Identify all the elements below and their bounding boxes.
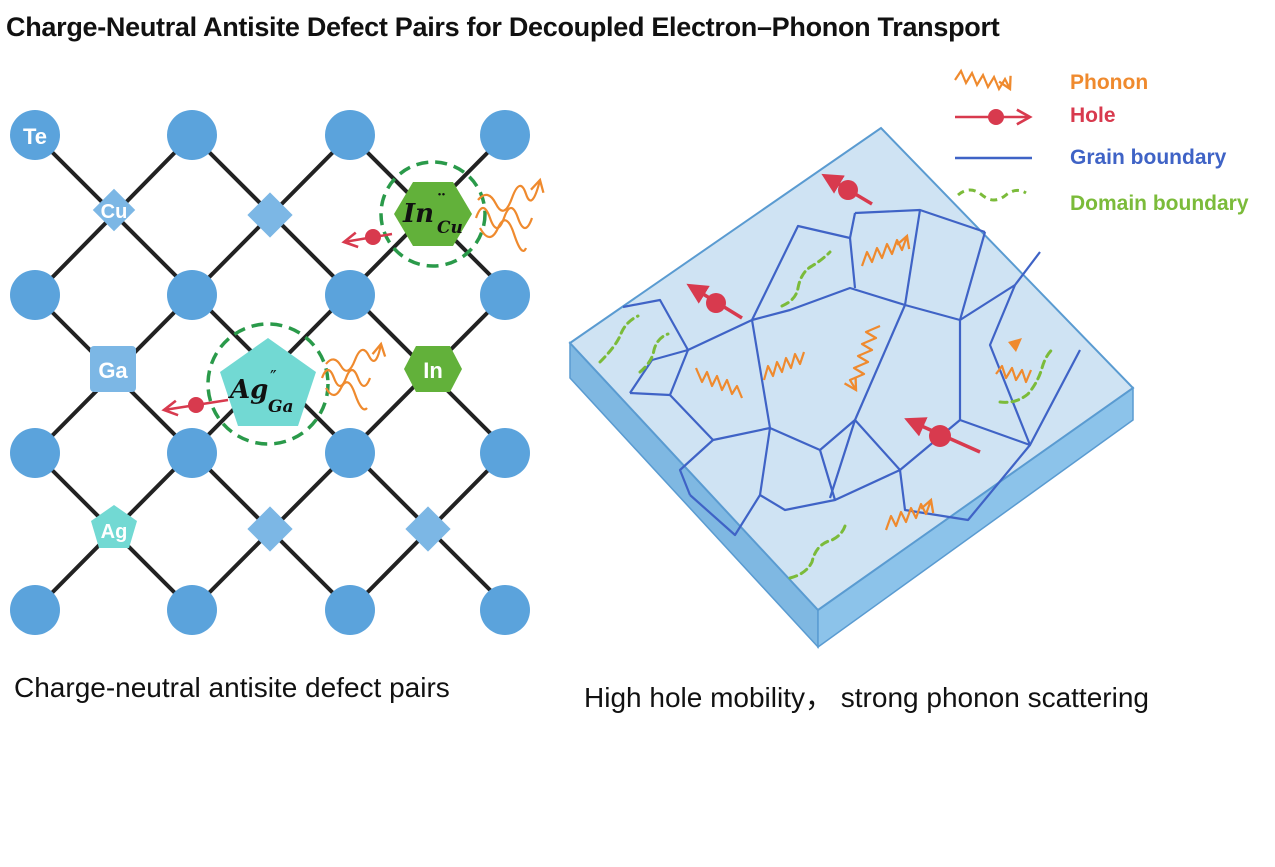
te-label: Te — [23, 124, 47, 149]
ag-atom — [91, 505, 137, 548]
phonon-icon — [320, 368, 372, 388]
slab-phonons — [694, 233, 1033, 531]
defect-ag-ga-sub: Ga — [268, 397, 294, 417]
defect-ag-ga-main: Ag — [227, 375, 268, 405]
ga-label: Ga — [98, 358, 128, 383]
te-atom — [480, 428, 530, 478]
grain-boundaries — [622, 208, 1081, 537]
phonon-icon — [860, 233, 911, 267]
te-atom — [10, 428, 60, 478]
hole-icon — [929, 425, 951, 447]
hole-icon — [188, 397, 204, 413]
phonon-legend-icon — [954, 68, 1012, 92]
legend-phonon: Phonon — [1070, 71, 1148, 94]
legend-hole: Hole — [1070, 104, 1116, 127]
legend-grain-boundary: Grain boundary — [1070, 146, 1227, 169]
te-atoms — [10, 110, 530, 635]
te-atom — [325, 110, 375, 160]
te-atom — [10, 110, 60, 160]
legend-domain-boundary: Domain boundary — [1070, 192, 1249, 215]
te-atom — [480, 110, 530, 160]
lattice-diagram: Te Cu Ga In Ag In ¨ Cu — [10, 110, 545, 635]
te-atom — [10, 585, 60, 635]
caption-left: Charge-neutral antisite defect pairs — [14, 672, 450, 703]
phonon-icon — [995, 364, 1033, 384]
te-atom — [167, 428, 217, 478]
te-atom — [325, 270, 375, 320]
phonon-icon — [694, 367, 744, 399]
phonon-icon — [762, 351, 806, 381]
te-atom — [167, 585, 217, 635]
cu-label: Cu — [101, 201, 128, 223]
caption-right: High hole mobility， strong phonon scatte… — [584, 682, 1149, 713]
phonon-icon — [325, 341, 387, 372]
defect-in-cu: In ¨ Cu — [341, 160, 545, 268]
te-atom — [480, 270, 530, 320]
te-atom — [325, 585, 375, 635]
te-atom — [325, 428, 375, 478]
defect-in-cu-sub: Cu — [437, 218, 463, 238]
hole-icon — [706, 293, 726, 313]
defect-in-cu-charge: ¨ — [437, 191, 446, 212]
ag-label: Ag — [101, 521, 128, 543]
in-atom — [404, 346, 462, 392]
defect-in-cu-main: In — [402, 199, 434, 229]
phonon-icon — [479, 219, 528, 252]
te-atom — [10, 270, 60, 320]
slab-top-face — [568, 126, 1135, 612]
phonon-icon — [843, 324, 881, 393]
slab-holes — [686, 173, 981, 454]
cu-atom — [92, 188, 136, 232]
phonon-icon — [474, 206, 534, 230]
hole-icon — [365, 229, 381, 245]
in-label: In — [423, 358, 443, 383]
grain-slab — [568, 126, 1135, 649]
te-atom — [167, 110, 217, 160]
domain-boundary-legend-icon — [957, 188, 1027, 202]
legend: Phonon Hole Grain boundary Domain bounda… — [954, 68, 1249, 215]
ga-atom — [90, 346, 136, 392]
te-atom — [167, 270, 217, 320]
phonon-icon — [477, 177, 545, 212]
hole-icon — [838, 180, 858, 200]
defect-ag-ga: Ag ″ Ga — [161, 322, 387, 446]
hole-legend-dot-icon — [988, 109, 1004, 125]
defect-ag-ga-charge: ″ — [270, 367, 277, 388]
figure-title: Charge-Neutral Antisite Defect Pairs for… — [6, 12, 1000, 42]
phonon-icon — [325, 381, 368, 411]
phonon-arrowhead-icon — [1008, 338, 1022, 352]
phonon-icon — [884, 497, 935, 531]
te-atom — [480, 585, 530, 635]
cu-atom — [247, 192, 293, 238]
domain-boundaries — [598, 250, 1056, 580]
